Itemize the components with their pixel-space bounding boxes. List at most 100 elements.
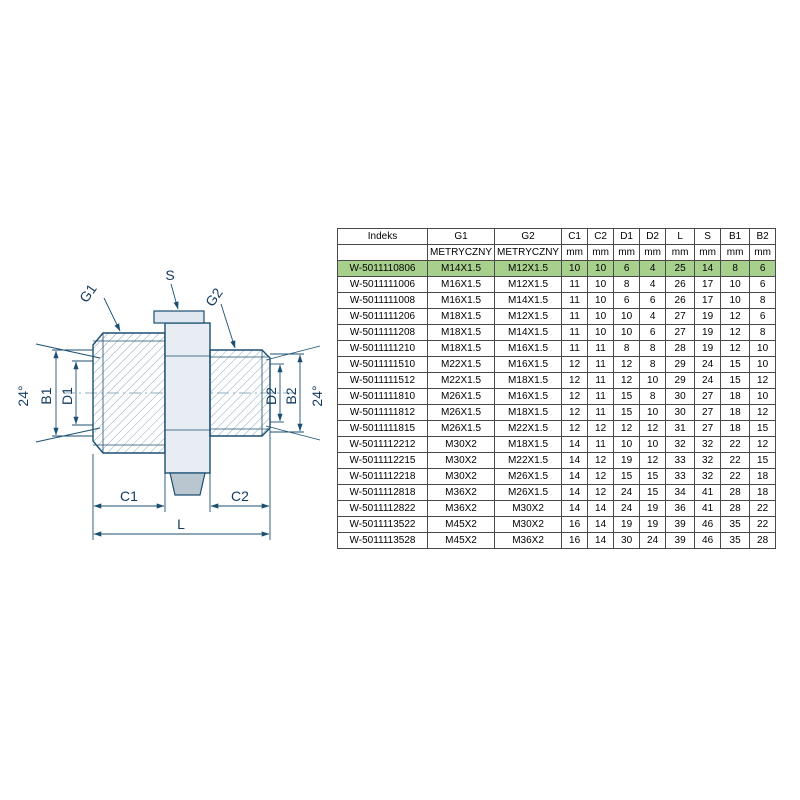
table-cell: 35	[720, 532, 751, 549]
table-cell: 15	[613, 404, 641, 421]
table-cell: 27	[694, 388, 722, 405]
table-cell: 19	[613, 516, 641, 533]
table-cell: 27	[694, 404, 722, 421]
table-cell: 12	[749, 436, 777, 453]
table-cell: 26	[665, 276, 696, 293]
table-cell: W-5011112212	[337, 436, 428, 453]
label-s: S	[165, 267, 174, 283]
table-cell: W-5011112818	[337, 484, 428, 501]
table-cell: M26X1.5	[494, 484, 563, 501]
table-cell: 18	[720, 388, 751, 405]
table-cell: 10	[561, 260, 589, 277]
table-cell: 10	[749, 356, 777, 373]
table-cell: M26X1.5	[494, 468, 563, 485]
cone-lines-left	[35, 343, 101, 443]
table-cell: W-5011111510	[337, 356, 428, 373]
table-cell: M30X2	[426, 452, 496, 469]
table-cell: 12	[720, 308, 751, 325]
units-cell: mm	[720, 244, 751, 261]
table-cell: W-5011112215	[337, 452, 428, 469]
table-cell: 10	[639, 436, 667, 453]
table-cell: 28	[720, 500, 751, 517]
units-cell	[337, 244, 428, 261]
table-cell: 33	[665, 452, 696, 469]
table-cell: 39	[665, 516, 696, 533]
table-cell: 14	[561, 452, 589, 469]
table-cell: W-5011112822	[337, 500, 428, 517]
dim-d2	[270, 363, 284, 423]
table-cell: 10	[613, 324, 641, 341]
table-cell: 18	[749, 484, 777, 501]
table-cell: 10	[587, 260, 615, 277]
table-cell: 14	[587, 532, 615, 549]
table-cell: 18	[720, 404, 751, 421]
table-cell: 11	[587, 404, 615, 421]
table-cell: 46	[694, 532, 722, 549]
column-header: L	[665, 228, 696, 245]
table-cell: 15	[613, 468, 641, 485]
table-cell: M18X1.5	[426, 340, 496, 357]
table-cell: W-5011111006	[337, 276, 428, 293]
table-cell: 4	[639, 260, 667, 277]
table-cell: 24	[639, 532, 667, 549]
table-cell: W-5011110806	[337, 260, 428, 277]
table-cell: 24	[613, 500, 641, 517]
table-cell: 8	[613, 276, 641, 293]
table-cell: 12	[587, 484, 615, 501]
table-cell: 27	[694, 420, 722, 437]
units-cell: mm	[639, 244, 667, 261]
table-cell: 39	[665, 532, 696, 549]
fitting-drawing: G1 S G2 24° B1 D1 D2 B2 24° C1 C2 L	[8, 238, 338, 568]
table-cell: 8	[613, 340, 641, 357]
column-header: B1	[720, 228, 751, 245]
table-cell: 22	[720, 468, 751, 485]
table-cell: 15	[749, 420, 777, 437]
table-cell: M16X1.5	[494, 340, 563, 357]
table-cell: M36X2	[426, 500, 496, 517]
table-cell: W-5011113522	[337, 516, 428, 533]
label-g1: G1	[76, 281, 100, 306]
left-thread	[92, 332, 166, 454]
units-cell: mm	[665, 244, 696, 261]
table-cell: M12X1.5	[494, 276, 563, 293]
table-cell: 12	[613, 356, 641, 373]
label-angle-left: 24°	[15, 385, 31, 406]
label-g2: G2	[202, 285, 226, 310]
table-cell: 11	[587, 340, 615, 357]
table-cell: 11	[561, 276, 589, 293]
table-cell: 6	[749, 260, 777, 277]
table-cell: 6	[639, 324, 667, 341]
hex-body	[153, 310, 211, 496]
column-header: D1	[613, 228, 641, 245]
label-b1: B1	[38, 387, 54, 404]
table-cell: M18X1.5	[426, 308, 496, 325]
table-cell: 22	[720, 452, 751, 469]
table-cell: 33	[665, 468, 696, 485]
table-cell: 18	[720, 420, 751, 437]
units-cell: METRYCZNY	[494, 244, 563, 261]
table-cell: 10	[720, 292, 751, 309]
units-cell: mm	[587, 244, 615, 261]
column-header: S	[694, 228, 722, 245]
table-cell: W-5011111810	[337, 388, 428, 405]
table-cell: 19	[694, 340, 722, 357]
table-cell: 4	[639, 276, 667, 293]
table-cell: 34	[665, 484, 696, 501]
table-cell: M18X1.5	[494, 436, 563, 453]
table-cell: 35	[720, 516, 751, 533]
table-cell: 30	[665, 388, 696, 405]
table-cell: 11	[587, 356, 615, 373]
table-cell: 32	[694, 436, 722, 453]
table-cell: 22	[749, 516, 777, 533]
table-cell: 11	[561, 324, 589, 341]
dim-b2	[270, 353, 304, 433]
